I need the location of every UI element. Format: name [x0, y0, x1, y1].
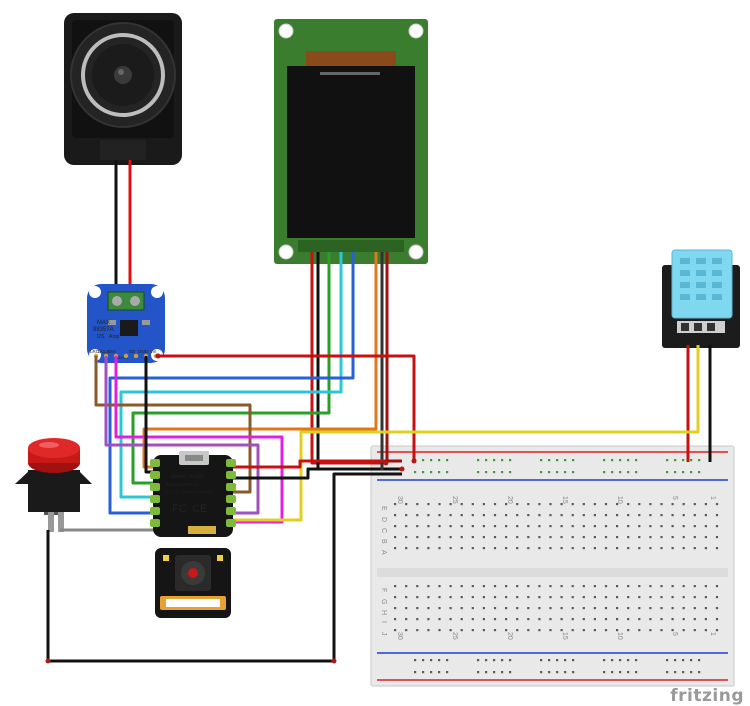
- xiao-esp32s3-board: seeed studio XIAO-ESP32-S3 FCC ID: 2AHMR…: [150, 451, 236, 537]
- col-num: 5: [671, 632, 678, 636]
- breadboard-holes: [394, 459, 719, 674]
- amp-pin-vin: Vin: [150, 349, 157, 354]
- wire-mcu-gnd-black: [232, 467, 318, 480]
- ce-logo: CE: [192, 503, 207, 515]
- amp-pin-gain: GAIN: [117, 355, 128, 360]
- col-num: 1: [709, 496, 716, 500]
- i2s-amplifier-board: MAX 98357A I2S Amp LRC BCLK DIN GAIN SD …: [87, 284, 165, 363]
- row-letter: B: [380, 539, 387, 544]
- wire-sensor-yellow: [232, 345, 700, 522]
- amp-pin-lrc: LRC: [90, 349, 100, 354]
- wire-mcu-5v-red: [232, 459, 386, 469]
- wire-display-black: [316, 252, 402, 471]
- col-num: 1: [709, 632, 716, 636]
- fritzing-watermark: fritzing: [670, 686, 744, 706]
- wires: [46, 252, 712, 663]
- row-letter: F: [380, 588, 387, 592]
- wire-display-blue: [108, 252, 355, 515]
- row-letter: H: [380, 610, 387, 615]
- amp-pin-gnd: GND: [138, 349, 149, 354]
- temperature-humidity-sensor-icon: [662, 249, 740, 348]
- col-num: 15: [561, 632, 568, 640]
- col-num: 25: [451, 632, 458, 640]
- amp-label-line3: I2S: [97, 334, 105, 340]
- breadboard-column-numbers-top: 30 25 20 15 10 5 1: [396, 496, 716, 504]
- amp-label-line1: MAX: [97, 320, 110, 326]
- row-letter: E: [380, 506, 387, 511]
- mcu-brand: seeed studio: [170, 474, 205, 480]
- wire-display-green: [131, 252, 331, 485]
- wire-amp-bclk-purple: [104, 356, 260, 515]
- row-letter: C: [380, 528, 387, 533]
- col-num: 5: [671, 496, 678, 500]
- wire-amp-vin-red: [158, 354, 416, 461]
- breadboard-row-letters: E D C B A F G H I J: [380, 506, 387, 636]
- push-button-icon: [15, 438, 92, 532]
- row-letter: G: [380, 599, 387, 604]
- breadboard-column-numbers-bottom: 30 25 20 15 10 5 1: [396, 632, 716, 640]
- col-num: 25: [451, 496, 458, 504]
- amp-pin-din: DIN: [108, 349, 116, 354]
- col-num: 20: [506, 632, 513, 640]
- breadboard: 30 25 20 15 10 5 1 30 25 20 15 10 5 1 E …: [370, 445, 735, 687]
- wire-end-markers: [45, 353, 417, 664]
- wire-amp-lrc-brown: [94, 356, 252, 494]
- wire-display-cyan: [119, 252, 343, 499]
- col-num: 30: [396, 496, 403, 504]
- col-num: 15: [561, 496, 568, 504]
- amp-pin-sd: SD: [129, 349, 136, 354]
- camera-module-icon: [155, 548, 231, 618]
- row-letter: I: [380, 621, 387, 623]
- wire-display-red: [310, 252, 386, 465]
- fcc-logo: FC: [172, 503, 187, 515]
- wire-display-orange: [142, 252, 378, 469]
- row-letter: J: [380, 632, 387, 636]
- amp-label-line4: Amp: [109, 334, 120, 340]
- col-num: 30: [396, 632, 403, 640]
- col-num: 10: [616, 496, 623, 504]
- wire-amp-din-magenta: [114, 356, 284, 524]
- row-letter: A: [380, 550, 387, 555]
- row-letter: D: [380, 517, 387, 522]
- col-num: 10: [616, 632, 623, 640]
- amp-label-line2: 98357A: [93, 327, 114, 333]
- mcu-model: XIAO-ESP32-S3: [166, 482, 200, 487]
- amp-pin-bclk: BCLK: [98, 349, 110, 354]
- tft-display-icon: [274, 19, 428, 264]
- col-num: 20: [506, 496, 513, 504]
- mcu-fcc-id: FCC ID: 2AHMR-XIAOS3: [166, 489, 212, 494]
- speaker-icon: [64, 13, 182, 165]
